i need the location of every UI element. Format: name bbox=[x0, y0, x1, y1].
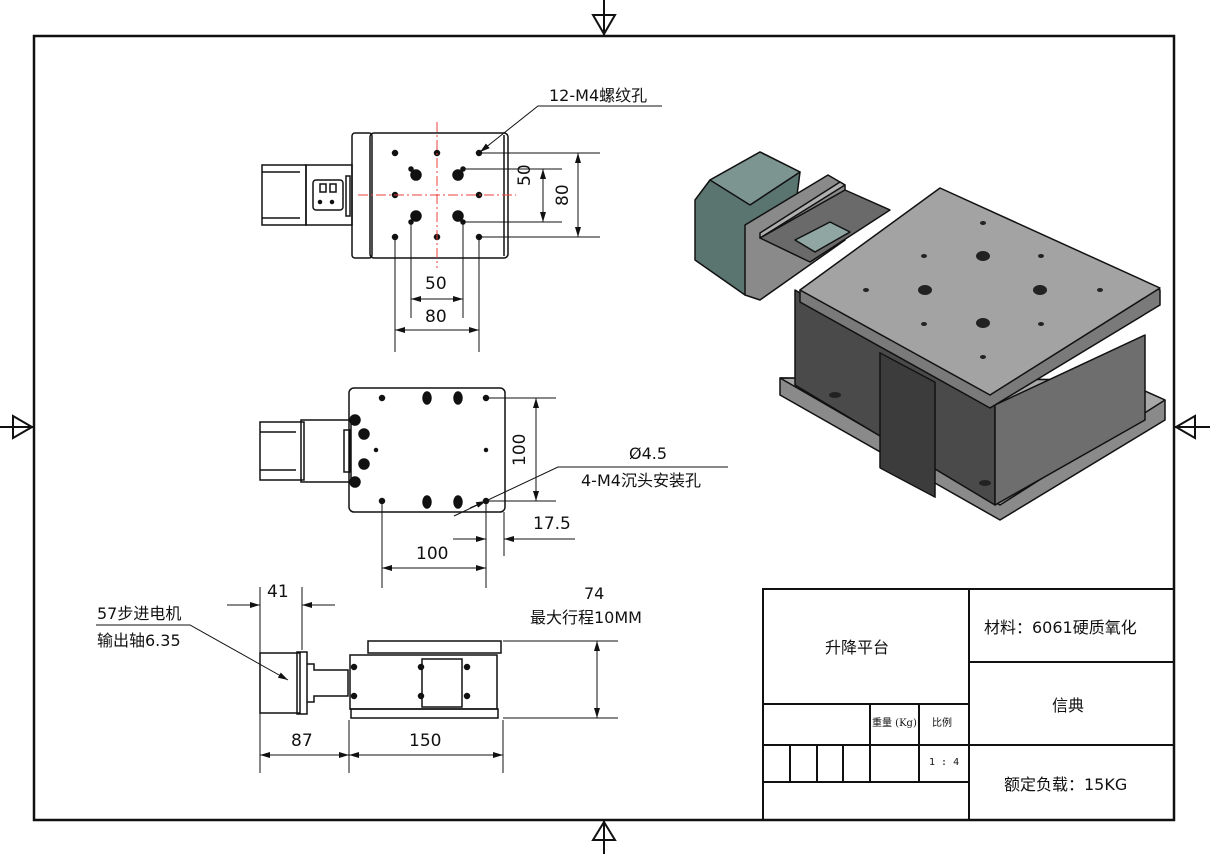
isometric-view bbox=[694, 151, 1166, 521]
top-view-dim-v-inner: 50 bbox=[515, 164, 535, 186]
top-view-dim-h-inner: 50 bbox=[425, 274, 447, 294]
side-view-dim-height: 74 bbox=[584, 584, 605, 603]
side-view bbox=[259, 640, 502, 719]
motor-label: 57步进电机 bbox=[97, 604, 182, 623]
centering-mark-top bbox=[591, 0, 617, 36]
top-view-dim-v-outer: 80 bbox=[553, 184, 573, 206]
centering-mark-bottom bbox=[591, 820, 617, 854]
material-label: 材料：6061硬质氧化 bbox=[984, 618, 1137, 637]
bottom-view-hole-diameter: Ø4.5 bbox=[629, 444, 668, 463]
side-view-dimensions bbox=[96, 587, 618, 773]
rated-load-label: 额定负载：15KG bbox=[1004, 775, 1128, 794]
weight-label: 重量 (Kg) bbox=[872, 718, 917, 729]
company-name: 信典 bbox=[1052, 696, 1085, 715]
centering-mark-right bbox=[1174, 414, 1210, 440]
side-view-dim-motor: 87 bbox=[291, 731, 313, 751]
bottom-view-dim-vertical: 100 bbox=[510, 433, 530, 466]
top-view-centerlines bbox=[358, 122, 516, 268]
top-view-dimensions bbox=[394, 105, 662, 352]
drawing-title: 升降平台 bbox=[825, 638, 890, 657]
scale-value: 1 : 4 bbox=[929, 757, 960, 768]
bottom-view-hole-callout: 4-M4沉头安装孔 bbox=[581, 471, 701, 490]
top-view-hole-callout: 12-M4螺纹孔 bbox=[549, 86, 648, 105]
title-block bbox=[762, 588, 1175, 821]
bottom-view-dim-horizontal: 100 bbox=[416, 544, 449, 564]
centering-mark-left bbox=[0, 414, 34, 440]
top-view-dim-h-outer: 80 bbox=[425, 307, 447, 327]
side-view-dim-body: 150 bbox=[409, 731, 442, 751]
bottom-view-dim-offset: 17.5 bbox=[533, 514, 571, 534]
bottom-view-dimensions bbox=[381, 397, 728, 588]
stroke-label: 最大行程10MM bbox=[530, 608, 642, 627]
motor-shaft-label: 输出轴6.35 bbox=[97, 631, 181, 650]
side-view-dim-flange: 41 bbox=[267, 582, 289, 602]
scale-label: 比例 bbox=[932, 718, 952, 729]
bottom-view bbox=[259, 387, 506, 513]
